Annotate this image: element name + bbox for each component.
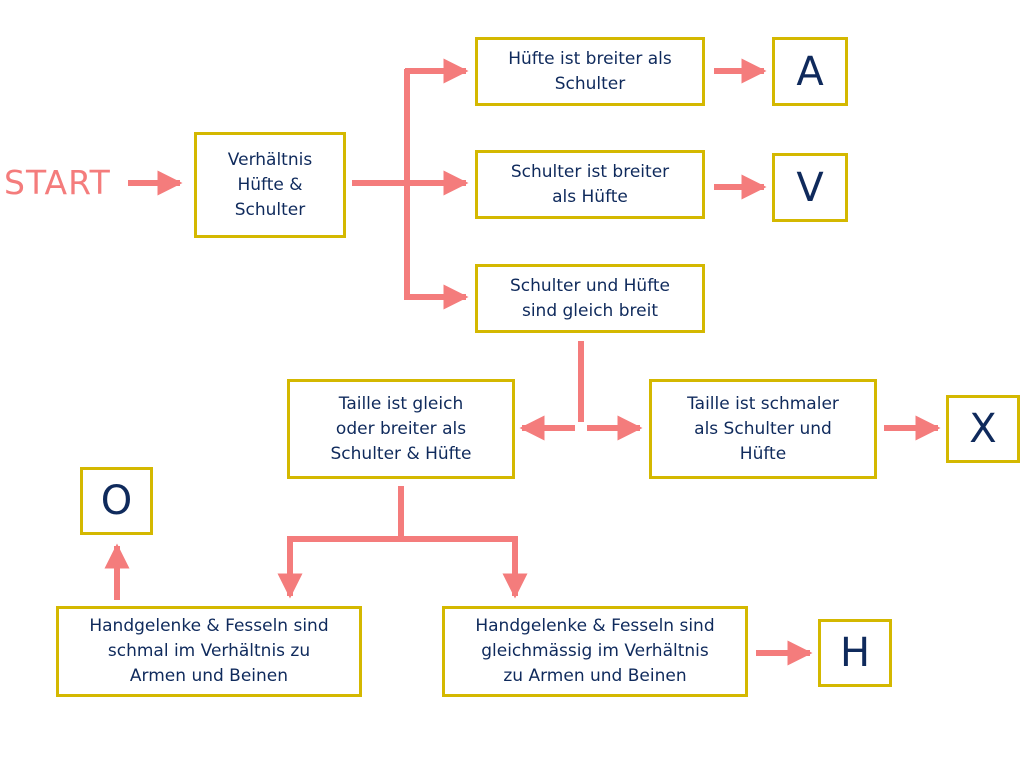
node-hip-wider: Hüfte ist breiter als Schulter (475, 37, 705, 106)
result-h: H (818, 619, 892, 687)
node-waist-narrow: Taille ist schmaler als Schulter und Hüf… (649, 379, 877, 479)
node-equal: Schulter und Hüfte sind gleich breit (475, 264, 705, 333)
result-v: V (772, 153, 848, 222)
node-wrists-even: Handgelenke & Fesseln sind gleichmässig … (442, 606, 748, 697)
node-ratio: Verhältnis Hüfte & Schulter (194, 132, 346, 238)
node-wrists-narrow: Handgelenke & Fesseln sind schmal im Ver… (56, 606, 362, 697)
node-shoulder-wider: Schulter ist breiter als Hüfte (475, 150, 705, 219)
node-waist-wider: Taille ist gleich oder breiter als Schul… (287, 379, 515, 479)
result-x: X (946, 395, 1020, 463)
result-a: A (772, 37, 848, 106)
result-o: O (80, 467, 153, 535)
start-label: START (4, 163, 111, 202)
